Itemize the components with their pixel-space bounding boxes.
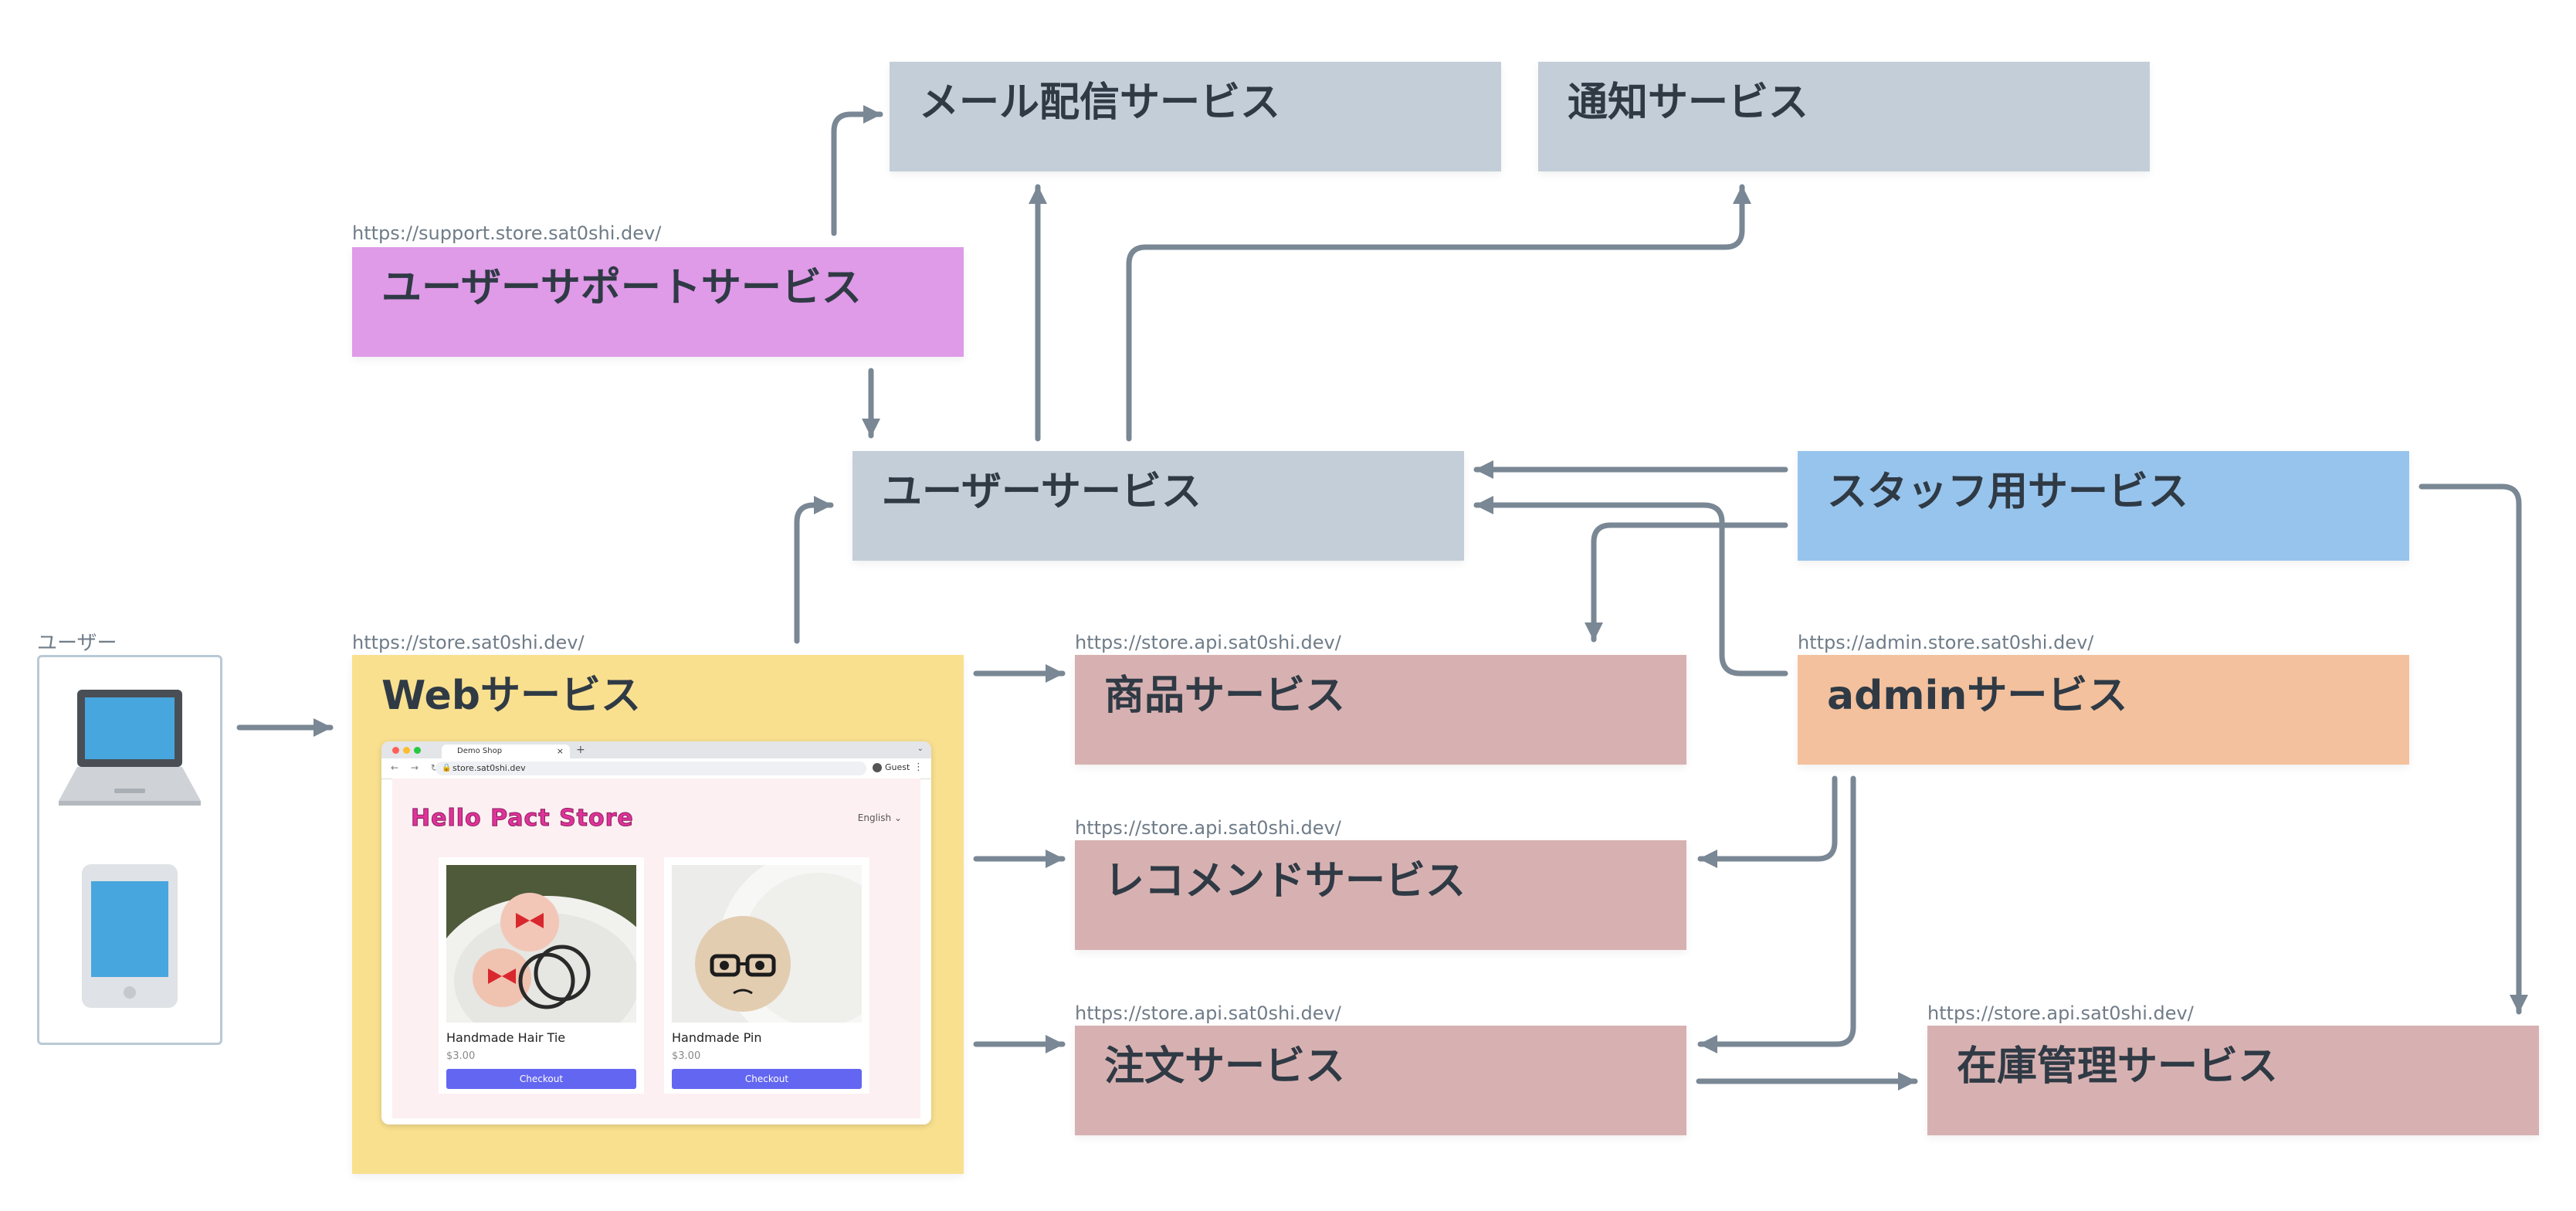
arrow-staff-to-product xyxy=(1585,522,1788,643)
product-name: Handmade Hair Tie xyxy=(446,1030,566,1045)
support-service-box: ユーザーサポートサービス xyxy=(352,247,964,357)
web-url: https://store.sat0shi.dev/ xyxy=(352,632,585,653)
browser-tab-bar: Demo Shop × + ⌄ xyxy=(381,741,931,758)
product-service-title: 商品サービス xyxy=(1104,673,1346,719)
arrow-admin-to-order xyxy=(1697,775,1856,1053)
arrow-support-to-mail xyxy=(831,105,883,236)
new-tab-icon[interactable]: + xyxy=(576,744,585,756)
profile-button[interactable]: Guest xyxy=(873,762,910,772)
admin-service-box: adminサービス xyxy=(1798,655,2409,765)
admin-service-title: adminサービス xyxy=(1827,673,2128,719)
hair-tie-photo-icon xyxy=(446,865,636,1023)
product-image-hair-tie[interactable] xyxy=(446,865,636,1023)
product-card: Handmade Pin $3.00 Checkout xyxy=(664,857,869,1094)
user-label: ユーザー xyxy=(37,632,117,655)
recommend-url: https://store.api.sat0shi.dev/ xyxy=(1075,817,1341,839)
notify-service-box: 通知サービス xyxy=(1538,62,2150,171)
arrow-web-to-user xyxy=(794,496,834,644)
close-icon[interactable]: × xyxy=(556,746,564,756)
recommend-service-box: レコメンドサービス xyxy=(1075,840,1686,950)
product-image-pin[interactable] xyxy=(672,865,862,1023)
user-service-title: ユーザーサービス xyxy=(882,469,1202,515)
checkout-button[interactable]: Checkout xyxy=(446,1069,636,1089)
arrow-user-to-notify xyxy=(1126,184,1751,442)
product-price: $3.00 xyxy=(672,1050,701,1062)
browser-address-bar: ← → ↻ 🔒 store.sat0shi.dev Guest ⋮ xyxy=(381,758,931,779)
product-url: https://store.api.sat0shi.dev/ xyxy=(1075,632,1341,653)
product-service-box: 商品サービス xyxy=(1075,655,1686,765)
maximize-dot-icon[interactable] xyxy=(414,747,421,754)
arrow-admin-to-recommend xyxy=(1697,775,1838,868)
recommend-service-title: レコメンドサービス xyxy=(1104,858,1466,904)
browser-tab[interactable]: Demo Shop × xyxy=(442,745,570,758)
tablet-icon xyxy=(82,864,178,1008)
order-service-box: 注文サービス xyxy=(1075,1026,1686,1135)
support-service-title: ユーザーサポートサービス xyxy=(381,265,862,311)
language-label: English xyxy=(857,812,892,823)
checkout-button[interactable]: Checkout xyxy=(672,1069,862,1089)
arrow-admin-to-user xyxy=(1473,496,1788,677)
more-menu-icon[interactable]: ⋮ xyxy=(913,762,924,773)
avatar xyxy=(873,763,882,772)
address-text: store.sat0shi.dev xyxy=(452,763,526,773)
order-url: https://store.api.sat0shi.dev/ xyxy=(1075,1002,1341,1024)
mail-service-box: メール配信サービス xyxy=(890,62,1501,171)
address-input[interactable]: 🔒 store.sat0shi.dev xyxy=(436,762,866,775)
product-card: Handmade Hair Tie $3.00 Checkout xyxy=(439,857,644,1094)
order-service-title: 注文サービス xyxy=(1104,1043,1346,1090)
chevron-down-icon[interactable]: ⌄ xyxy=(917,745,924,753)
product-price: $3.00 xyxy=(446,1050,476,1062)
support-url: https://support.store.sat0shi.dev/ xyxy=(352,222,662,244)
store-browser-window: Demo Shop × + ⌄ ← → ↻ 🔒 store.sat0shi.de… xyxy=(381,741,931,1124)
language-select[interactable]: English ⌄ xyxy=(857,812,902,823)
close-dot-icon[interactable] xyxy=(392,747,399,754)
staff-service-box: スタッフ用サービス xyxy=(1798,451,2409,561)
inventory-service-title: 在庫管理サービス xyxy=(1957,1043,2279,1090)
store-page: Hello Pact Store English ⌄ Handmade Hair… xyxy=(392,778,920,1118)
store-title: Hello Pact Store xyxy=(411,805,634,833)
profile-label: Guest xyxy=(885,762,910,772)
navigation-icons[interactable]: ← → ↻ xyxy=(391,762,443,773)
inventory-service-box: 在庫管理サービス xyxy=(1927,1026,2539,1135)
web-service-title: Webサービス xyxy=(381,673,641,719)
inventory-url: https://store.api.sat0shi.dev/ xyxy=(1927,1002,2194,1024)
user-service-box: ユーザーサービス xyxy=(852,451,1464,561)
mail-service-title: メール配信サービス xyxy=(919,80,1281,126)
product-name: Handmade Pin xyxy=(672,1030,762,1045)
user-devices-panel xyxy=(37,655,222,1045)
minimize-dot-icon[interactable] xyxy=(403,747,410,754)
tab-title: Demo Shop xyxy=(457,747,503,755)
lock-icon: 🔒 xyxy=(442,764,452,772)
notify-service-title: 通知サービス xyxy=(1568,80,1809,126)
laptop-icon xyxy=(59,690,201,806)
pin-photo-icon xyxy=(672,865,862,1023)
staff-service-title: スタッフ用サービス xyxy=(1827,469,2189,515)
admin-url: https://admin.store.sat0shi.dev/ xyxy=(1798,632,2094,653)
arrow-staff-to-inventory xyxy=(2418,483,2528,1015)
